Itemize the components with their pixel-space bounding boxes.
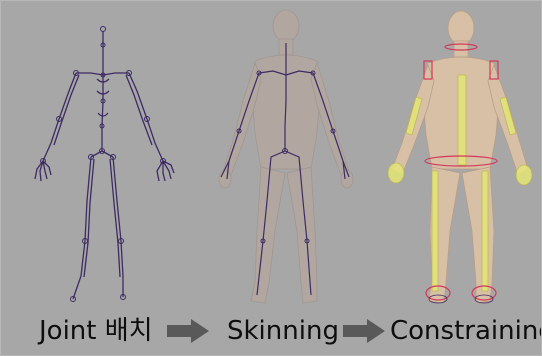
constrained-character-figure <box>376 1 541 316</box>
step-label-constraining: Constraining <box>390 314 542 348</box>
step-label-skinning: Skinning <box>227 314 339 348</box>
skinned-character-figure <box>199 1 369 316</box>
right-arrow-icon <box>167 319 209 343</box>
right-arrow-icon <box>343 319 385 343</box>
step-label-joint: Joint 배치 <box>39 314 153 348</box>
skeleton-joints-figure <box>21 1 191 311</box>
